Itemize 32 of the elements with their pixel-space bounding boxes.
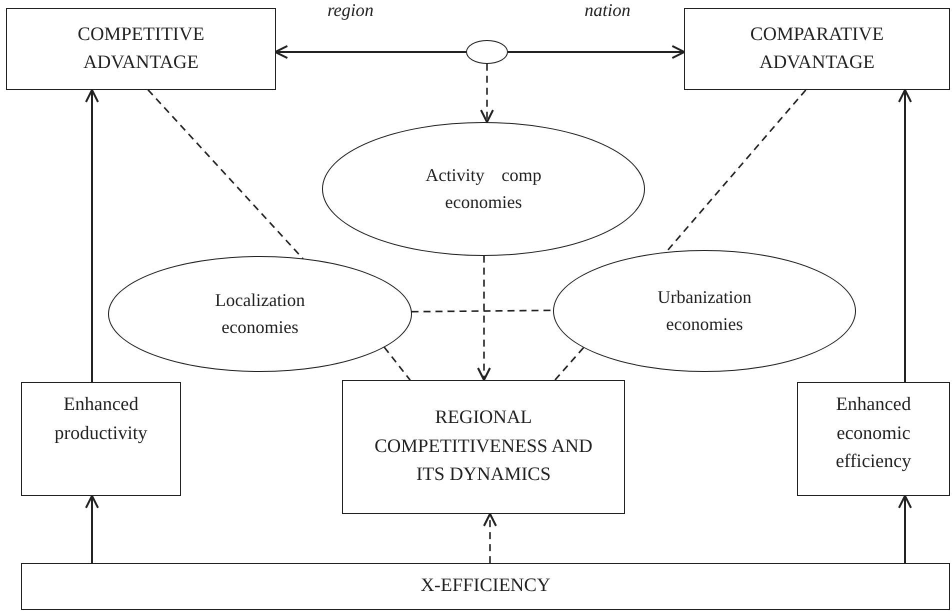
node-label: REGIONAL COMPETITIVENESS AND ITS DYNAMICS	[374, 406, 594, 488]
connector-line	[554, 347, 584, 381]
connector-line	[412, 310, 554, 312]
edge-label: nation	[584, 0, 630, 21]
process-box	[797, 382, 950, 496]
edge-label: region	[327, 0, 374, 21]
node-label: Enhanced productivity	[54, 393, 148, 446]
arrow	[898, 494, 912, 564]
node-label: X-EFFICIENCY	[420, 574, 550, 598]
node-label: COMPARATIVE ADVANTAGE	[749, 22, 885, 75]
node-label: COMPETITIVE ADVANTAGE	[76, 22, 206, 75]
process-box	[21, 563, 950, 610]
process-box	[21, 382, 181, 496]
arrow	[898, 88, 912, 382]
arrow	[274, 45, 466, 59]
small-ellipse	[466, 40, 508, 64]
arrow	[85, 88, 99, 382]
connector-line	[384, 346, 411, 381]
arrow	[85, 494, 99, 564]
connector-line	[665, 89, 806, 253]
process-box	[6, 8, 276, 90]
arrow	[477, 256, 491, 381]
process-box	[342, 380, 625, 514]
node-label: Localization economies	[214, 289, 306, 339]
node-label: Urbanization economies	[656, 286, 752, 336]
arrow	[508, 45, 686, 59]
arrow	[480, 64, 494, 124]
arrow	[483, 512, 497, 564]
node-label: Enhanced economic efficiency	[834, 393, 912, 474]
connector-line	[147, 89, 304, 260]
node-label: Activity comp economies	[424, 164, 542, 214]
process-box	[684, 8, 950, 90]
